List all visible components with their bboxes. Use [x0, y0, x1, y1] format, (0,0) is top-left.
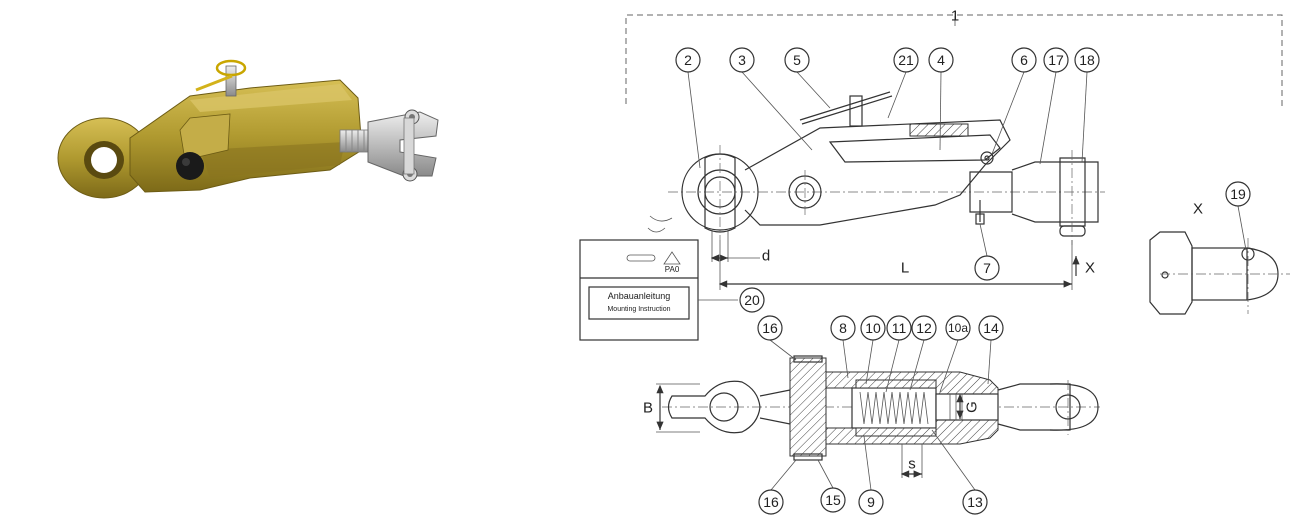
svg-text:12: 12 — [916, 320, 932, 336]
svg-text:19: 19 — [1230, 186, 1246, 202]
callout-12: 12 — [911, 315, 937, 341]
callout-15: 15 — [820, 487, 846, 513]
callout-11: 11 — [886, 315, 912, 341]
assembly-outline — [625, 14, 1283, 110]
callout-2: 2 — [675, 47, 701, 73]
svg-text:9: 9 — [867, 494, 875, 510]
dimension-G: G — [956, 393, 981, 419]
dim-G-label: G — [964, 401, 981, 413]
callout-4: 4 — [928, 47, 954, 73]
dim-d-label: d — [762, 248, 770, 265]
callout-17: 17 — [1043, 47, 1069, 73]
callouts: 1 2 3 5 21 4 6 17 18 7 20 19 16 8 10 11 … — [675, 8, 1251, 515]
callout-10: 10 — [860, 315, 886, 341]
view-x-label: X — [1193, 201, 1203, 218]
svg-text:11: 11 — [892, 320, 907, 336]
dim-B-label: B — [643, 400, 653, 417]
callout-10a: 10a — [945, 315, 971, 341]
locking-pin — [195, 59, 247, 97]
svg-text:4: 4 — [937, 52, 945, 68]
svg-text:8: 8 — [839, 320, 847, 336]
view-arrow-x: X — [1072, 255, 1095, 277]
svg-text:5: 5 — [793, 52, 801, 68]
svg-text:7: 7 — [983, 260, 991, 276]
dimension-s: s — [900, 444, 923, 478]
svg-text:10a: 10a — [948, 321, 968, 335]
svg-text:16: 16 — [762, 320, 778, 336]
section-view — [662, 355, 1100, 461]
parts-bag: PA0 Anbauanleitung Mounting Instruction — [579, 239, 699, 341]
callout-6: 6 — [1011, 47, 1037, 73]
dimension-B: B — [643, 383, 700, 433]
manual-line-1: Anbauanleitung — [608, 291, 671, 301]
callout-1: 1 — [951, 8, 959, 25]
svg-text:10: 10 — [865, 320, 881, 336]
callout-3: 3 — [729, 47, 755, 73]
black-knob — [176, 152, 204, 180]
svg-text:18: 18 — [1079, 52, 1095, 68]
top-view — [647, 91, 1105, 245]
stabilizer-body — [129, 79, 363, 193]
svg-text:20: 20 — [744, 292, 760, 308]
callout-7: 7 — [974, 255, 1000, 281]
view-x: X — [1149, 201, 1290, 315]
dimension-L: L — [718, 240, 1073, 290]
callout-21: 21 — [893, 47, 919, 73]
callout-16-top: 16 — [757, 315, 783, 341]
svg-text:17: 17 — [1048, 52, 1064, 68]
callout-18: 18 — [1074, 47, 1100, 73]
svg-text:2: 2 — [684, 52, 692, 68]
callout-14: 14 — [978, 315, 1004, 341]
callout-16-bottom: 16 — [758, 489, 784, 515]
view-arrow-x-label: X — [1085, 260, 1095, 277]
dim-L-label: L — [901, 260, 909, 277]
product-photo — [57, 59, 439, 199]
svg-text:16: 16 — [763, 494, 779, 510]
leader-lines — [687, 16, 1247, 491]
callout-9: 9 — [858, 489, 884, 515]
callout-19: 19 — [1225, 181, 1251, 207]
callout-8: 8 — [830, 315, 856, 341]
bag-label: PA0 — [665, 265, 680, 274]
clevis-fork — [367, 109, 439, 182]
threaded-shaft — [339, 129, 373, 153]
callout-13: 13 — [962, 489, 988, 515]
callout-20: 20 — [739, 287, 765, 313]
svg-text:14: 14 — [983, 320, 999, 336]
manual-line-2: Mounting Instruction — [607, 306, 670, 313]
dim-s-label: s — [908, 456, 916, 473]
svg-text:13: 13 — [967, 494, 983, 510]
svg-text:21: 21 — [898, 52, 914, 68]
eye-end — [57, 117, 151, 199]
svg-text:6: 6 — [1020, 52, 1028, 68]
callout-5: 5 — [784, 47, 810, 73]
dimension-d: d — [710, 230, 770, 265]
svg-text:3: 3 — [738, 52, 746, 68]
svg-text:15: 15 — [825, 492, 841, 508]
